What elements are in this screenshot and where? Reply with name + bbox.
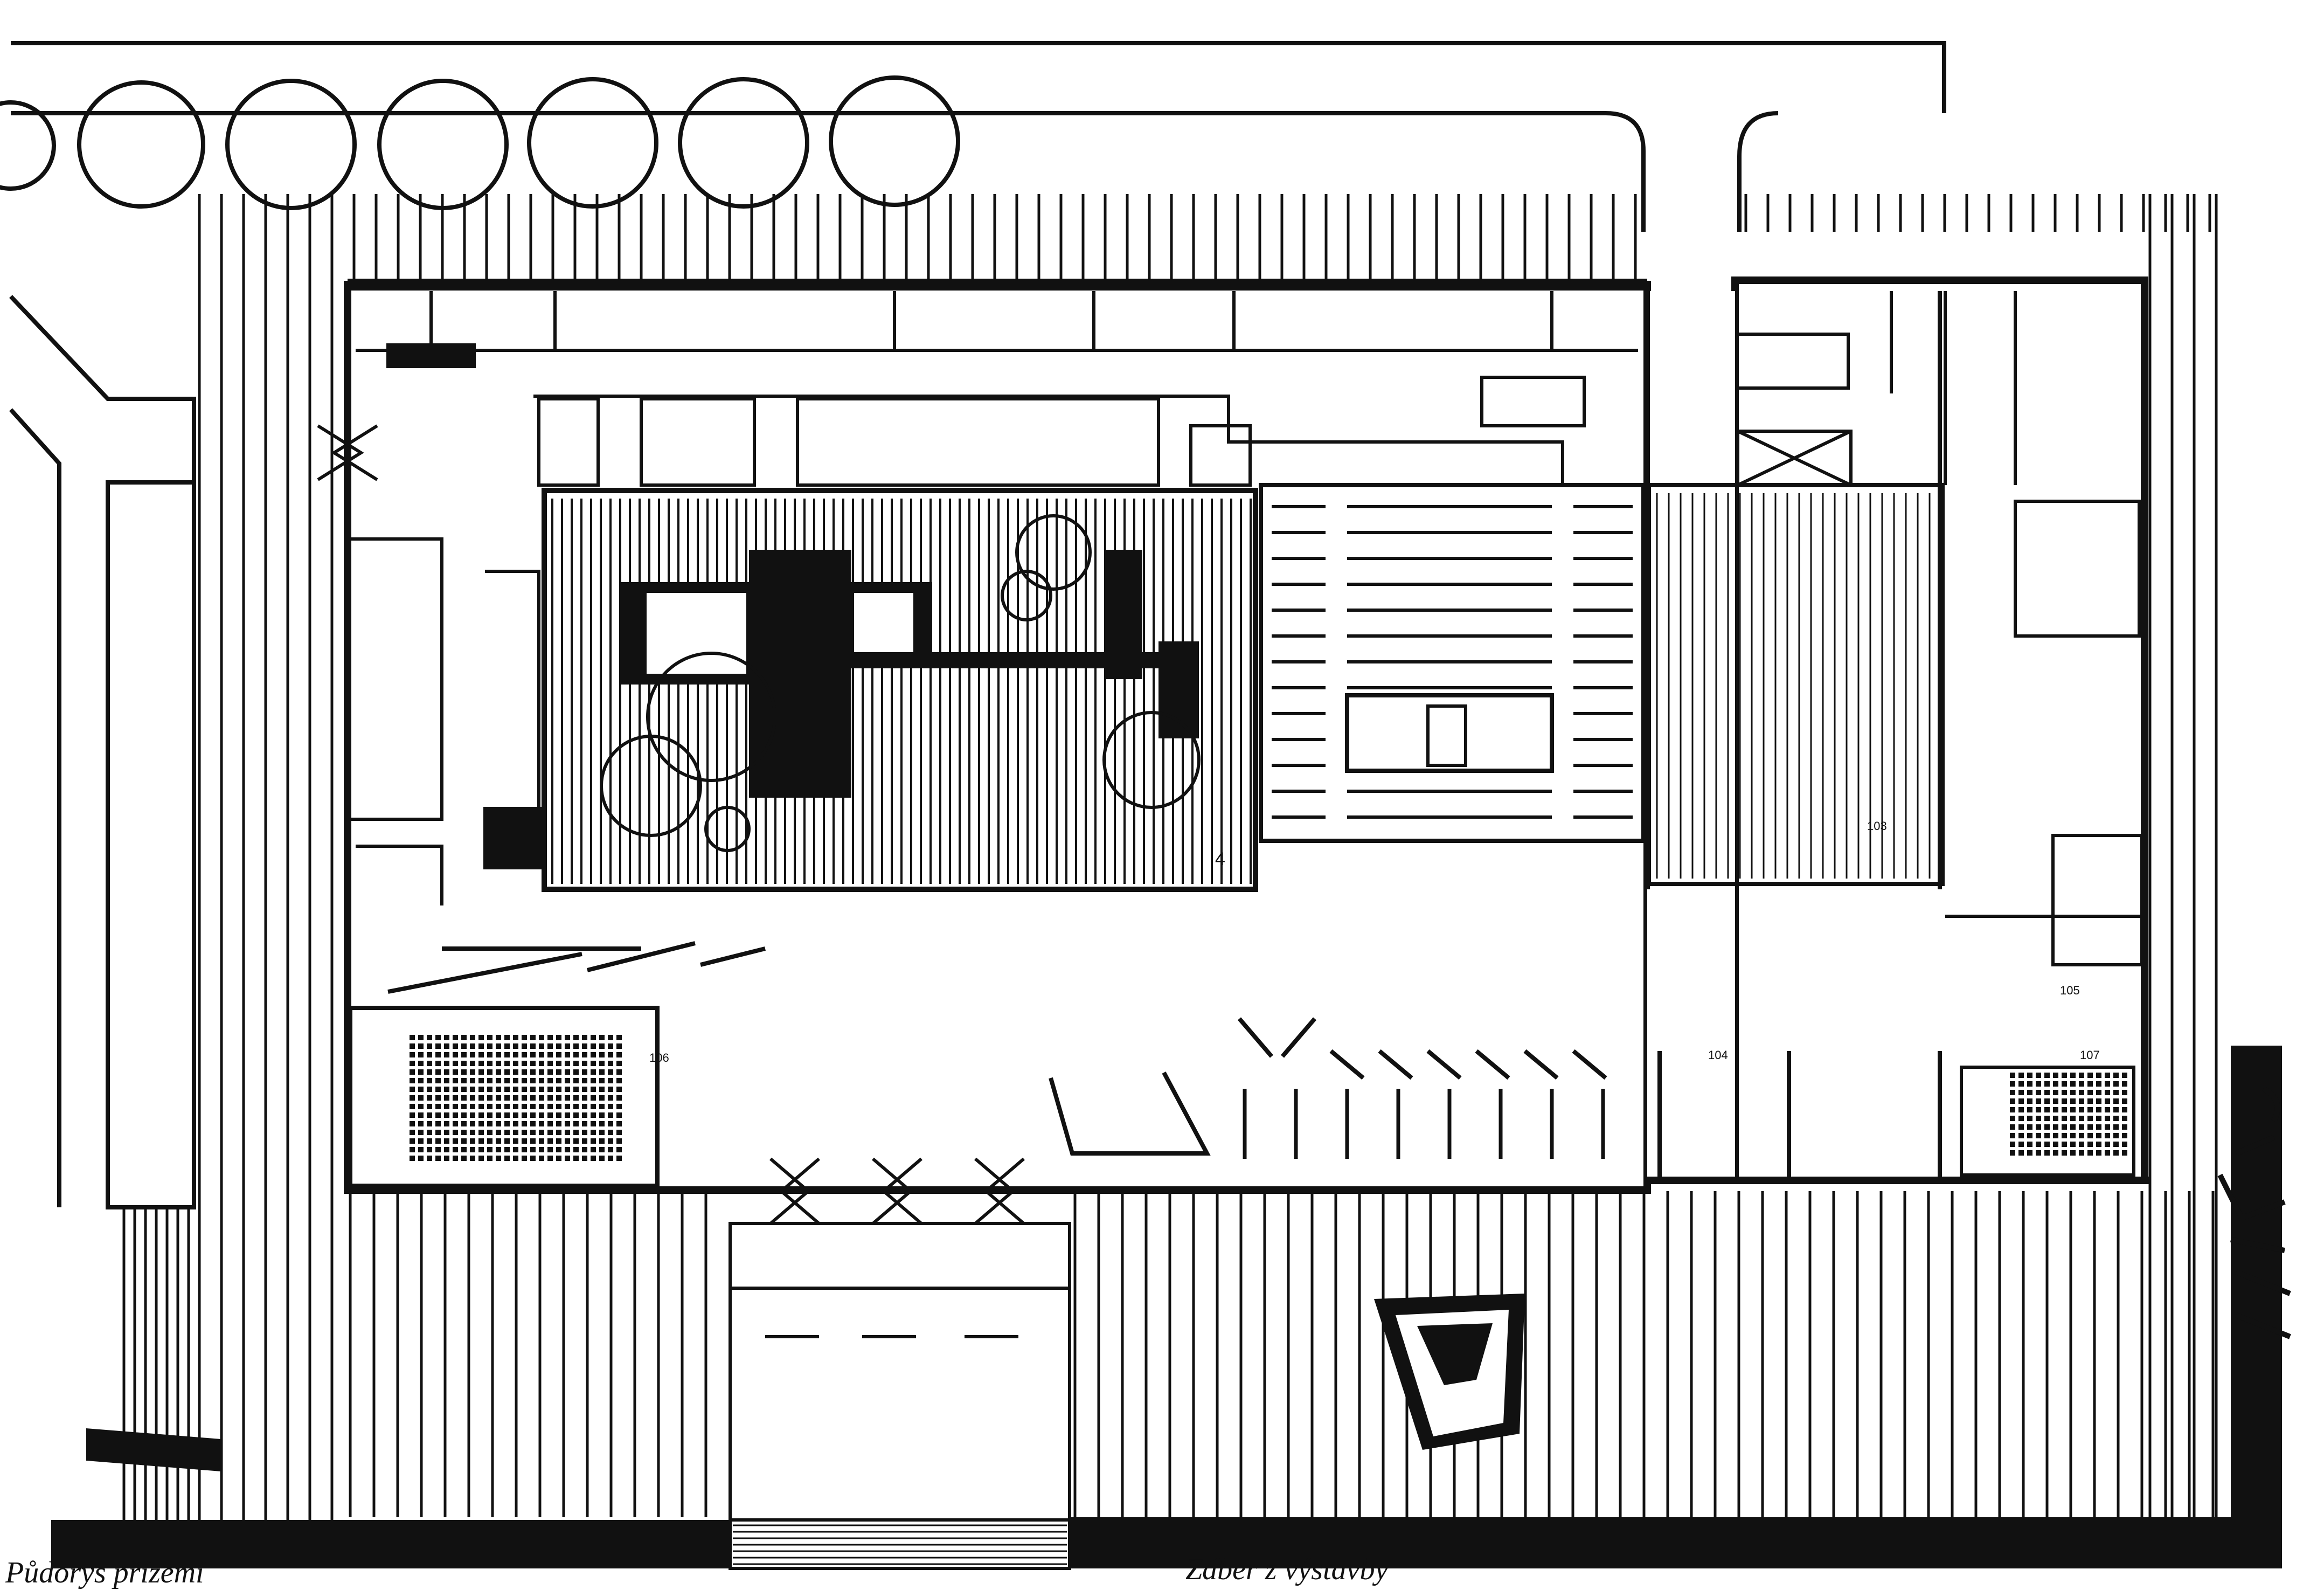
room-label-hall: 4 xyxy=(1215,849,1225,869)
west-rooms xyxy=(350,537,546,905)
pavement-hatching-left xyxy=(198,194,334,1520)
exhibition-hall xyxy=(542,488,1258,892)
sidewalk-strip xyxy=(106,480,196,1209)
room-label: 106 xyxy=(649,1051,669,1064)
caption-construction: Záber z výstavby xyxy=(1185,1553,1389,1586)
pavement-hatching-top xyxy=(198,194,2211,280)
showroom-stands xyxy=(1243,1089,1605,1159)
room-label: 104 xyxy=(1708,1048,1728,1062)
lobby-partitions xyxy=(387,941,1942,1180)
tree-row xyxy=(0,75,960,210)
north-rooms xyxy=(356,291,1638,487)
pavement-hatching-right xyxy=(2148,194,2218,1520)
seating-hall xyxy=(1259,483,1646,843)
east-wing-rooms xyxy=(1736,291,2145,1177)
caption-ground-floor: Půdorys přízemí xyxy=(5,1556,204,1589)
room-label: 105 xyxy=(2060,984,2080,997)
auditorium xyxy=(348,1006,2127,1188)
pavement-hatching-bottom xyxy=(122,1191,2215,1520)
site-boundary xyxy=(51,1046,2282,1570)
handwritten-annotation xyxy=(2217,1086,2291,1339)
entrance-doors[interactable] xyxy=(317,424,1025,1225)
forecourt xyxy=(729,1222,1071,1522)
planter xyxy=(1374,1294,1525,1450)
room-label: 103 xyxy=(1867,819,1887,833)
east-hall xyxy=(1647,483,1945,886)
room-label: 107 xyxy=(2080,1048,2100,1062)
